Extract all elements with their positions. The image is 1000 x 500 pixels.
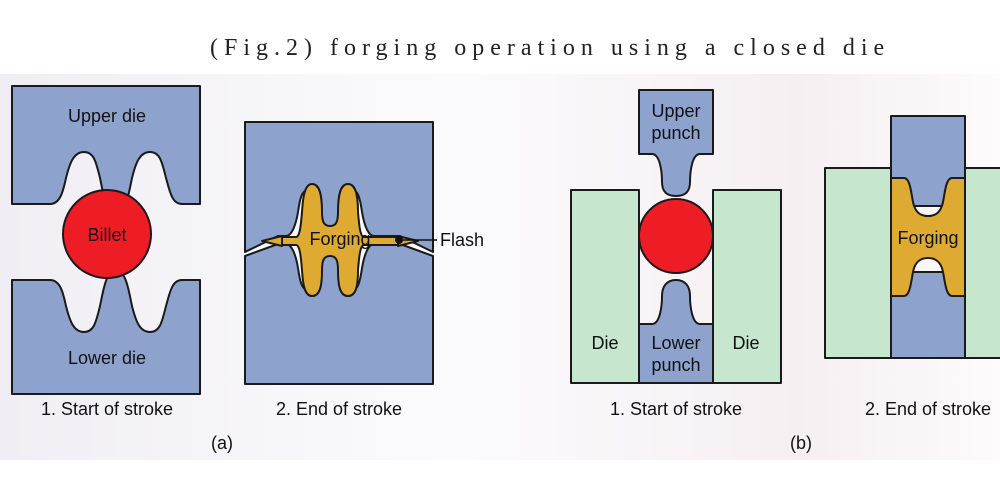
panel-a-label: (a) [211, 433, 233, 453]
closed-die-left [824, 167, 892, 359]
panel-a-stage2-caption: 2. End of stroke [276, 399, 402, 419]
lower-die [11, 269, 201, 395]
flash-left [261, 235, 283, 247]
billet [62, 189, 152, 279]
panel-a-end-of-stroke: Forging Flash [244, 121, 484, 385]
die-left [570, 189, 640, 384]
lower-punch-label-line1: Lower [651, 333, 700, 353]
die-right-label: Die [732, 333, 759, 353]
flash-label: Flash [440, 230, 484, 250]
header-text: (Fig.2) forging operation using a closed… [210, 35, 891, 61]
upper-punch [638, 89, 714, 197]
die-right [712, 189, 782, 384]
upper-punch-label-line1: Upper [651, 101, 700, 121]
panel-a-start-of-stroke: Upper die Billet Lower die [11, 85, 201, 395]
panel-b-stage2-caption: 2. End of stroke [865, 399, 991, 419]
billet-b [638, 198, 714, 274]
panel-a-stage1-caption: 1. Start of stroke [41, 399, 173, 419]
lower-die-label: Lower die [68, 348, 146, 368]
panel-b-end-of-stroke: Forging [824, 115, 1000, 359]
upper-punch-label-line2: punch [651, 123, 700, 143]
lower-punch [638, 279, 714, 384]
billet-label: Billet [87, 225, 126, 245]
panel-b-label: (b) [790, 433, 812, 453]
panel-b-start-of-stroke: Upper punch Die Die Lower punch [570, 89, 782, 384]
forging-label-b: Forging [897, 228, 958, 248]
lower-punch-label-line2: punch [651, 355, 700, 375]
forging-label: Forging [309, 229, 370, 249]
closed-die-right [964, 167, 1000, 359]
forging-diagram: Upper die Billet Lower die Forging Flash… [0, 74, 1000, 460]
forging-part-b [890, 177, 966, 297]
die-left-label: Die [591, 333, 618, 353]
upper-die-label: Upper die [68, 106, 146, 126]
panel-b-stage1-caption: 1. Start of stroke [610, 399, 742, 419]
